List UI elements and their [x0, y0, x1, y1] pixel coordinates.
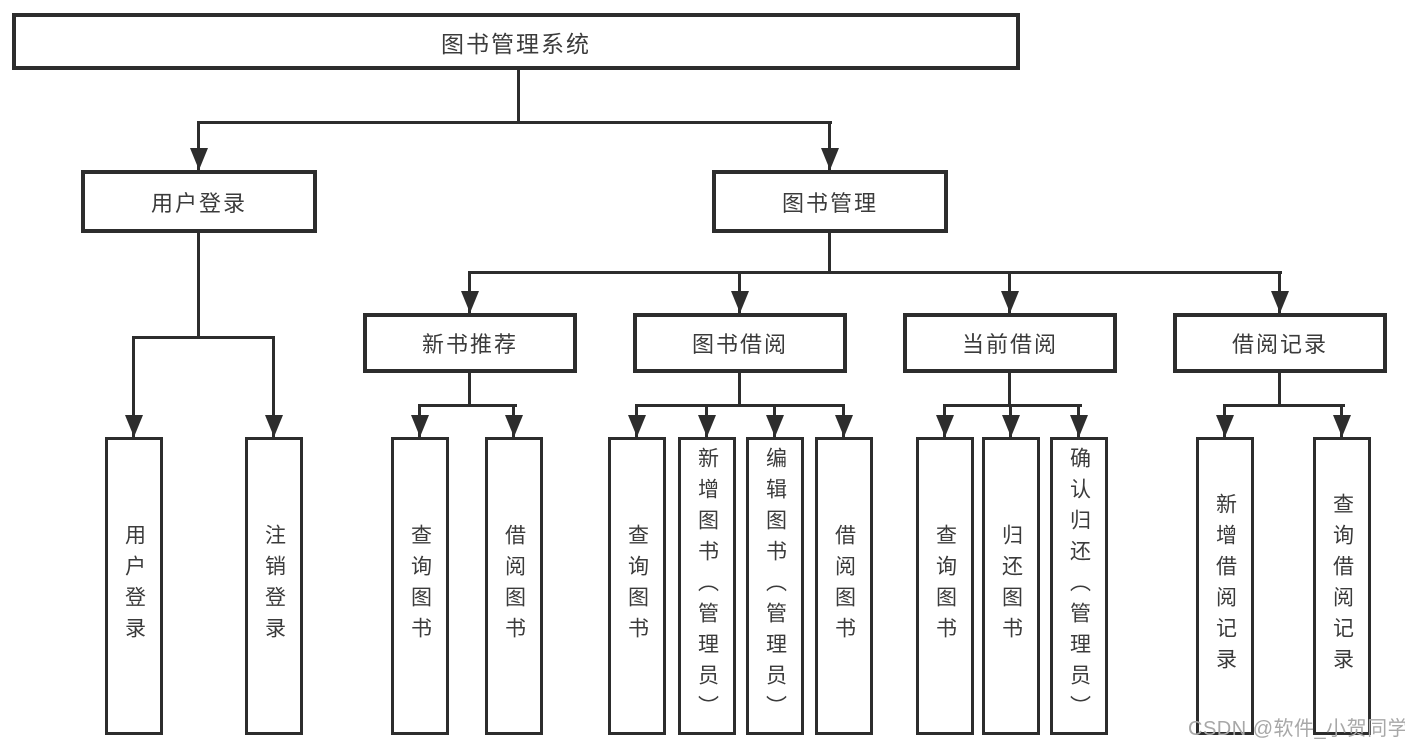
- connector-line: [418, 404, 517, 407]
- node-label: 新书推荐: [421, 332, 518, 357]
- node-label: 用户登录: [122, 524, 146, 648]
- connector-line: [197, 233, 200, 336]
- node-label: 图书借阅: [691, 332, 788, 357]
- arrow-down-icon: [1002, 415, 1020, 437]
- leaf-query-books-current: 查询图书: [916, 437, 974, 735]
- node-label: 查询图书: [933, 524, 957, 648]
- leaf-query-books-borrowing: 查询图书: [608, 437, 666, 735]
- node-label: 借阅图书: [832, 524, 856, 648]
- node-label: 新增图书（管理员）: [695, 446, 719, 726]
- arrow-down-icon: [628, 415, 646, 437]
- node-library-system: 图书管理系统: [12, 13, 1020, 70]
- connector-line: [272, 336, 275, 437]
- arrow-down-icon: [461, 291, 479, 313]
- node-label: 查询图书: [625, 524, 649, 648]
- node-book-management: 图书管理: [712, 170, 948, 233]
- node-label: 借阅记录: [1231, 332, 1328, 357]
- connector-line: [1223, 404, 1345, 407]
- leaf-confirm-return-admin: 确认归还（管理员）: [1050, 437, 1108, 735]
- connector-line: [828, 121, 831, 170]
- arrow-down-icon: [1070, 415, 1088, 437]
- connector-line: [132, 336, 135, 437]
- leaf-borrow-books-recommend: 借阅图书: [485, 437, 543, 735]
- node-label: 注销登录: [262, 524, 286, 648]
- arrow-down-icon: [835, 415, 853, 437]
- connector-line: [197, 121, 832, 124]
- connector-line: [943, 404, 1082, 407]
- arrow-down-icon: [190, 148, 208, 170]
- node-label: 图书管理系统: [441, 30, 591, 57]
- node-label: 确认归还（管理员）: [1067, 446, 1091, 726]
- node-label: 新增借阅记录: [1213, 493, 1237, 679]
- arrow-down-icon: [731, 291, 749, 313]
- arrow-down-icon: [505, 415, 523, 437]
- node-label: 借阅图书: [502, 524, 526, 648]
- arrow-down-icon: [125, 415, 143, 437]
- arrow-down-icon: [821, 148, 839, 170]
- connector-line: [635, 404, 845, 407]
- node-label: 用户登录: [150, 190, 247, 216]
- leaf-query-books-recommend: 查询图书: [391, 437, 449, 735]
- node-user-login: 用户登录: [81, 170, 317, 233]
- connector-line: [468, 373, 471, 404]
- connector-line: [468, 271, 1282, 274]
- node-label: 查询图书: [408, 524, 432, 648]
- connector-line: [132, 336, 275, 339]
- node-borrowing-records: 借阅记录: [1173, 313, 1387, 373]
- csdn-watermark: CSDN @软件_小贺同学: [1188, 718, 1405, 740]
- connector-line: [1008, 373, 1011, 404]
- arrow-down-icon: [411, 415, 429, 437]
- leaf-query-borrow-record: 查询借阅记录: [1313, 437, 1371, 735]
- leaf-add-books-admin: 新增图书（管理员）: [678, 437, 736, 735]
- connector-line: [517, 68, 520, 121]
- node-label: 图书管理: [781, 190, 878, 216]
- leaf-edit-books-admin: 编辑图书（管理员）: [746, 437, 804, 735]
- arrow-down-icon: [1216, 415, 1234, 437]
- node-label: 查询借阅记录: [1330, 493, 1354, 679]
- node-label: 编辑图书（管理员）: [763, 446, 787, 726]
- connector-line: [1278, 373, 1281, 404]
- connector-line: [828, 233, 831, 271]
- arrow-down-icon: [265, 415, 283, 437]
- arrow-down-icon: [698, 415, 716, 437]
- leaf-add-borrow-record: 新增借阅记录: [1196, 437, 1254, 735]
- arrow-down-icon: [936, 415, 954, 437]
- connector-line: [197, 121, 200, 170]
- arrow-down-icon: [1333, 415, 1351, 437]
- node-current-borrowing: 当前借阅: [903, 313, 1117, 373]
- node-label: 归还图书: [999, 524, 1023, 648]
- node-new-book-recommendation: 新书推荐: [363, 313, 577, 373]
- leaf-logout: 注销登录: [245, 437, 303, 735]
- node-book-borrowing: 图书借阅: [633, 313, 847, 373]
- connector-line: [738, 373, 741, 404]
- arrow-down-icon: [1271, 291, 1289, 313]
- leaf-borrow-books-borrowing: 借阅图书: [815, 437, 873, 735]
- arrow-down-icon: [766, 415, 784, 437]
- leaf-return-books: 归还图书: [982, 437, 1040, 735]
- node-label: 当前借阅: [961, 332, 1058, 357]
- leaf-user-login: 用户登录: [105, 437, 163, 735]
- arrow-down-icon: [1001, 291, 1019, 313]
